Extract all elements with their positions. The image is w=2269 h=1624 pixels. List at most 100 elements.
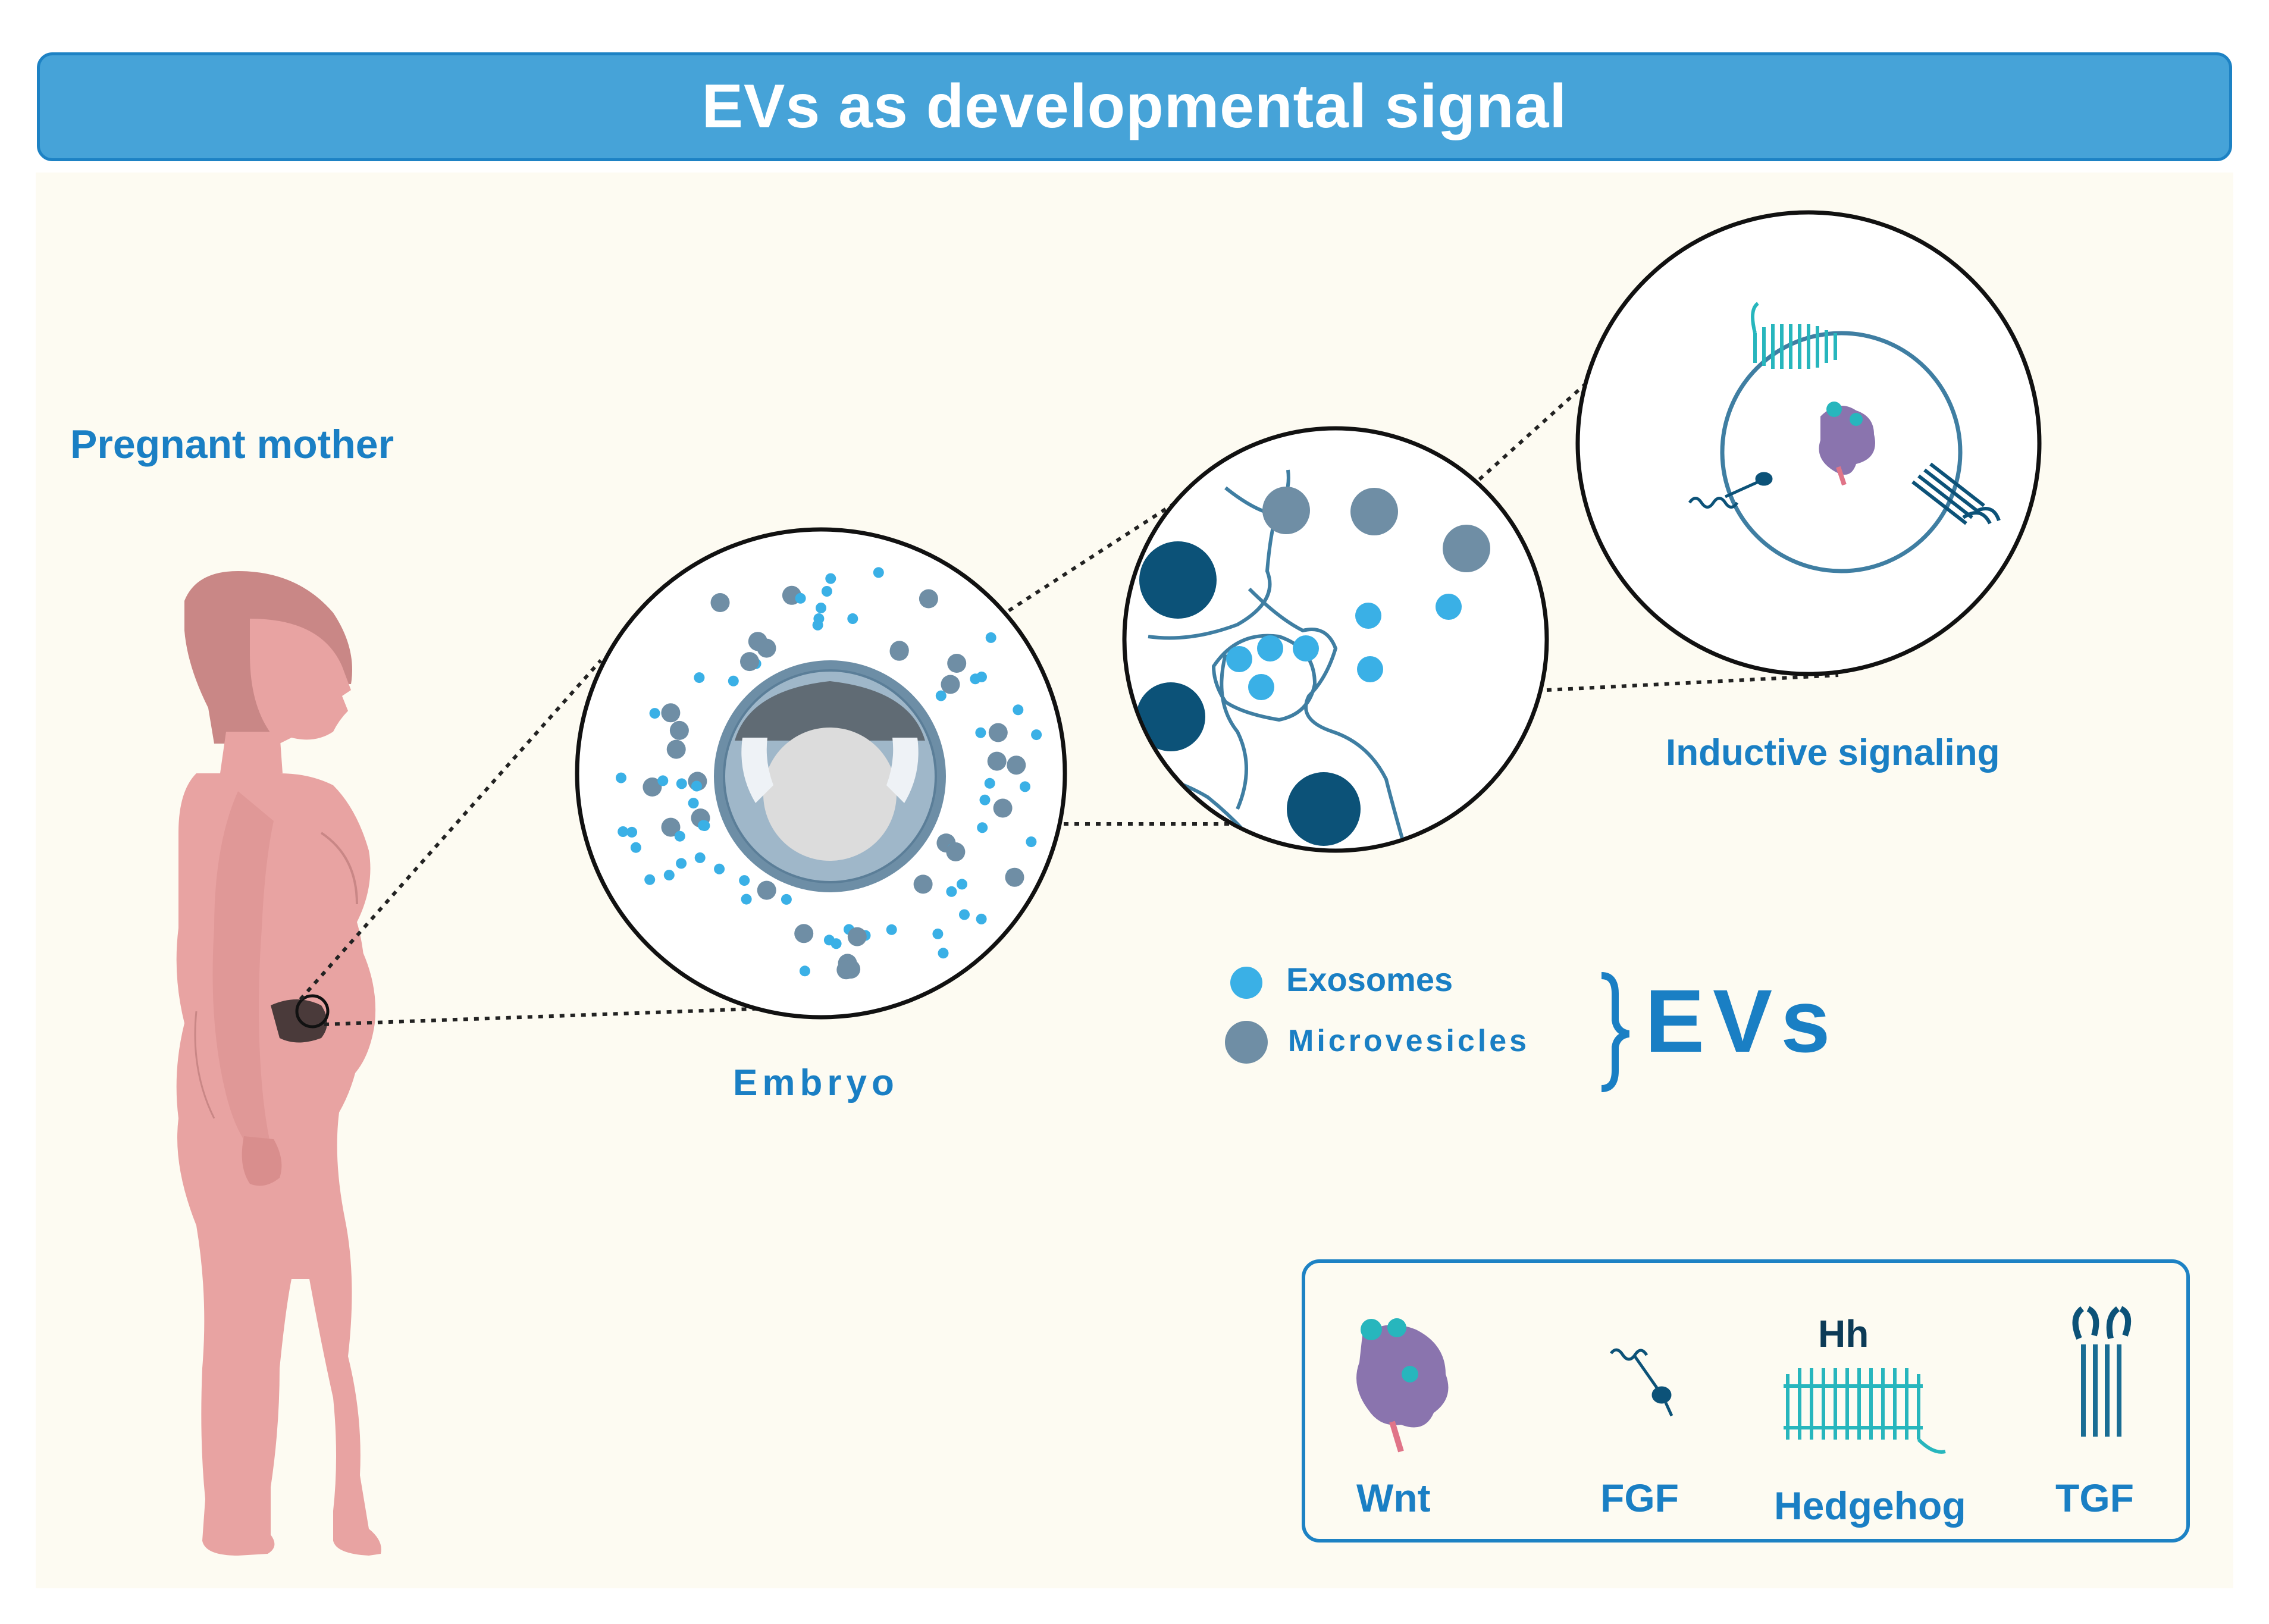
microvesicle-dot (1443, 525, 1490, 572)
exosomes-label: Exosomes (1286, 961, 1453, 998)
wnt-protein-icon (1819, 402, 1875, 486)
microvesicle-dot (669, 720, 689, 740)
microvesicle-legend-dot (1225, 1021, 1268, 1064)
mid-vesicle-group (1226, 488, 1490, 700)
microvesicle-dot (757, 638, 776, 658)
hh-receptor-icon (1751, 302, 1837, 369)
hh-label: Hh (1818, 1312, 1869, 1355)
microvesicle-dot (947, 654, 967, 673)
exosome-dot (676, 778, 687, 789)
microvesicle-dot (1007, 755, 1026, 775)
exosome-dot (644, 874, 656, 885)
exosome-dot (714, 863, 725, 874)
exosome-dot (1436, 594, 1462, 620)
pregnant-mother-label: Pregnant mother (70, 422, 394, 467)
exosome-dot (886, 924, 897, 935)
microvesicle-dot (661, 703, 681, 723)
exosome-dot (984, 777, 995, 789)
microvesicle-dot (847, 927, 867, 946)
microvesicle-dot (841, 960, 861, 979)
fgf-receptor-icon (1688, 472, 1773, 509)
exosome-dot (957, 879, 967, 890)
exosome-dot (976, 913, 987, 924)
microvesicle-dot (643, 777, 662, 797)
microvesicle-dot (757, 880, 776, 900)
pathway-label-tgf: TGF (2055, 1476, 2134, 1520)
exosome-dot (816, 603, 826, 613)
tgf-receptor-icon (1911, 462, 2001, 525)
exosome-dot (676, 858, 687, 869)
diagram-title: EVs as developmental signal (701, 72, 1568, 141)
microvesicle-dot (794, 924, 814, 943)
exosome-dot (1031, 729, 1042, 741)
exosome-dot (932, 928, 944, 939)
exosome-dot (813, 613, 825, 624)
exosome-dot (1026, 836, 1037, 848)
inductive-signaling-zoom-circle (1575, 210, 2042, 676)
microvesicle-dot (710, 593, 730, 612)
pathway-label-hedgehog: Hedgehog (1774, 1484, 1966, 1528)
exosome-dot (1357, 656, 1383, 682)
exosome-dot (946, 886, 957, 897)
exosome-dot (847, 613, 858, 624)
exosome-dot (799, 965, 810, 977)
exosome-dot (977, 822, 988, 833)
microvesicle-dot (919, 589, 938, 609)
microvesicle-dot (987, 751, 1007, 771)
microvesicle-dot (1005, 867, 1024, 887)
exosome-dot (821, 586, 832, 597)
microvesicle-dot (740, 652, 759, 672)
microvesicle-dot (946, 842, 966, 861)
embryo-vesicle-cloud (616, 567, 1042, 980)
pathway-label-fgf: FGF (1600, 1476, 1679, 1520)
microvesicle-dot (993, 798, 1013, 818)
ev-release-zoom-circle (1122, 426, 1549, 853)
exosome-dot (985, 632, 996, 643)
title-bar: EVs as developmental signal (37, 52, 2232, 161)
microvesicles-label: Microvesicles (1288, 1024, 1530, 1058)
tgf-icon (2072, 1306, 2132, 1437)
microvesicle-dot (1350, 488, 1398, 535)
exosome-dot (975, 727, 986, 738)
embryo-zoom-circle (575, 527, 1067, 1020)
exosome-dot (823, 935, 835, 946)
exosome-dot (979, 794, 991, 805)
exosome-dot (1226, 646, 1252, 672)
exosome-dot (781, 893, 792, 905)
exosome-dot (1248, 674, 1274, 700)
microvesicle-dot (941, 675, 960, 694)
microvesicle-dot (889, 641, 909, 660)
exosome-dot (626, 826, 638, 838)
inductive-signaling-label: Inductive signaling (1666, 732, 2000, 773)
exosome-dot (825, 573, 836, 584)
microvesicle-dot (666, 739, 686, 759)
exosome-dot (1013, 704, 1024, 716)
evs-brace (1601, 972, 1630, 1092)
exosome-dot (935, 690, 947, 701)
exosome-dot (657, 775, 669, 786)
exosome-legend-dot (1230, 967, 1262, 999)
microvesicle-dot (988, 723, 1008, 742)
exosome-dot (1293, 635, 1319, 661)
exosome-dot (663, 870, 675, 881)
exosome-dot (873, 567, 884, 578)
exosome-dot (938, 948, 949, 959)
exosome-dot (616, 772, 626, 783)
exosome-dot (694, 852, 706, 863)
exosome-dot (688, 798, 699, 809)
evs-label: EVs (1645, 971, 1839, 1071)
exosome-dot (976, 671, 987, 682)
exosome-dot (1020, 781, 1030, 792)
exosome-dot (1257, 635, 1283, 661)
microvesicle-dot (661, 817, 681, 837)
exosome-dot (699, 820, 710, 831)
exosome-dot (618, 826, 629, 837)
embryo-label: Embryo (733, 1062, 899, 1103)
exosome-dot (959, 909, 970, 920)
microvesicle-dot (913, 874, 933, 894)
exosome-dot (691, 780, 702, 792)
exosome-dot (795, 592, 806, 604)
exosome-dot (739, 875, 750, 886)
